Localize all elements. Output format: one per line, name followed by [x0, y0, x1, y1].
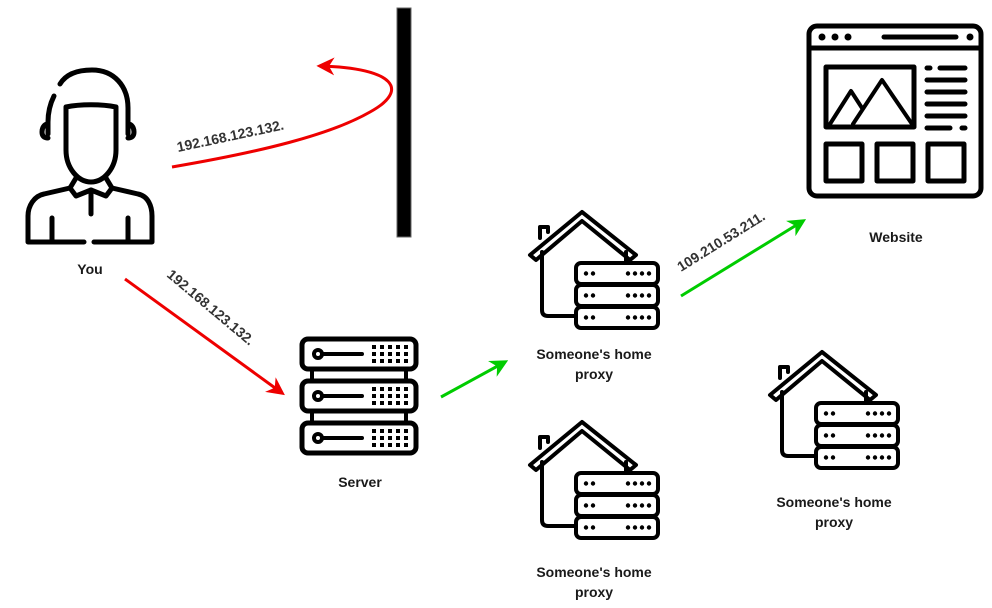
- blocked-ip-label: 192.168.123.132.: [175, 117, 285, 155]
- proxy-to-website-arrow: [680, 219, 807, 298]
- person-icon: [25, 67, 155, 245]
- server-to-proxy-arrow: [440, 360, 509, 399]
- home-server-icon: [528, 420, 660, 540]
- you-to-server-ip-label: 192.168.123.132.: [164, 266, 258, 348]
- you-label: You: [77, 261, 102, 277]
- server-label: Server: [338, 474, 382, 490]
- you-to-server-arrow: [124, 277, 285, 396]
- server-rack-icon: [299, 336, 419, 456]
- proxy-to-website-ip-label: 109.210.53.211.: [674, 208, 768, 275]
- browser-window-icon: [806, 23, 984, 199]
- firewall-wall: [396, 7, 412, 238]
- proxy-right-label-line1: Someone's home: [776, 494, 892, 510]
- proxy-top-label-line2: proxy: [575, 366, 613, 382]
- home-server-icon: [528, 210, 660, 330]
- proxy-bottom-label-line2: proxy: [575, 584, 613, 600]
- home-server-icon: [768, 350, 900, 470]
- proxy-top-label-line1: Someone's home: [536, 346, 652, 362]
- proxy-bottom-label-line1: Someone's home: [536, 564, 652, 580]
- proxy-right-label-line2: proxy: [815, 514, 853, 530]
- blocked-connection-arrow: [171, 57, 393, 169]
- website-label: Website: [869, 229, 923, 245]
